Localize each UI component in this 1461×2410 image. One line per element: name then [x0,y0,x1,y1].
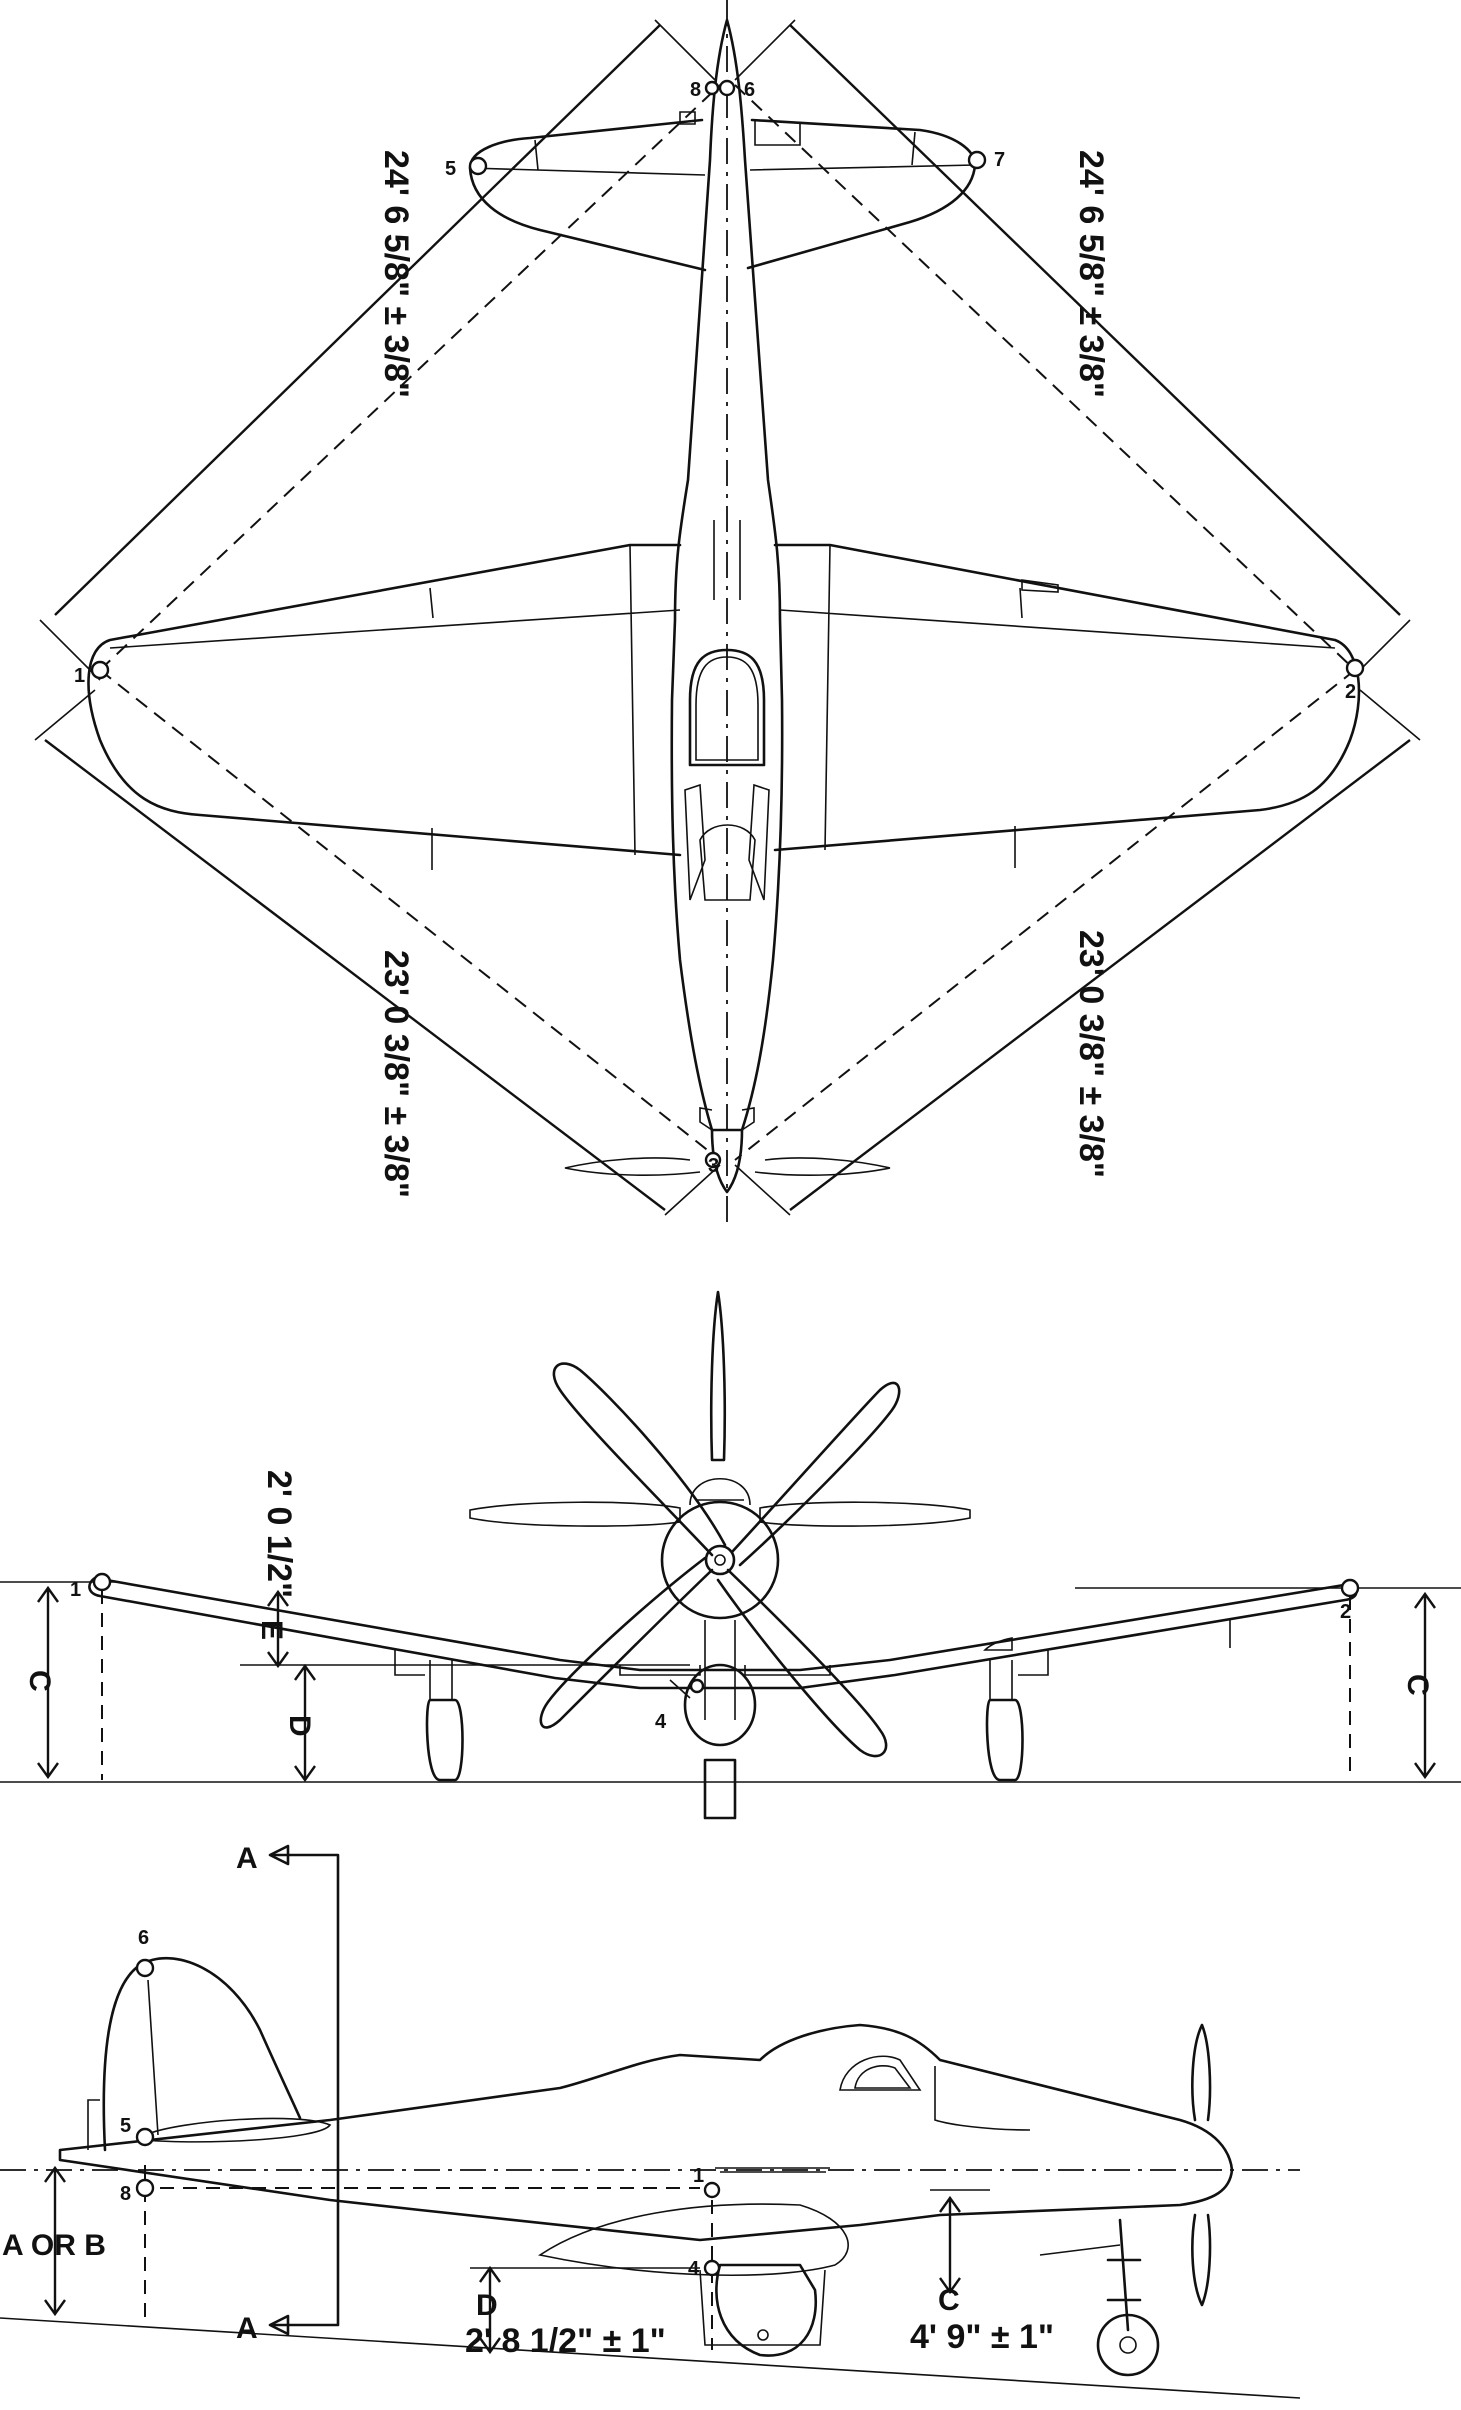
top-view-dim-line-upper-right [789,24,1401,616]
top-view-point-2 [1345,658,1365,678]
top-view-point-1 [90,660,110,680]
front-view-points [92,1572,1360,1694]
side-view-fuselage [58,2023,1234,2242]
top-view-label-1: 1 [74,665,85,687]
front-view-label-c-left: C [23,1670,56,1692]
front-view [0,1290,1461,1820]
side-view-section-a-top: A [236,1842,258,1875]
side-view-label-6: 6 [138,1927,149,1949]
front-view-propeller [539,1362,901,1758]
top-view-dim-line-upper-left [54,24,661,616]
front-view-label-d: D [283,1715,316,1737]
side-view-point-1 [703,2181,721,2199]
top-view-dim-lower-left: 23' 0 3/8" ± 3/8" [377,950,415,1198]
top-view-tail [468,118,977,272]
front-view-label-4: 4 [655,1711,667,1733]
top-view-point-6 [718,79,736,97]
top-view-point-3 [704,1151,722,1169]
top-view-points [90,79,1365,1169]
top-view-label-5: 5 [445,158,456,180]
top-view-label-7: 7 [994,149,1005,171]
side-view-label-d: D [476,2289,498,2322]
top-view-dim-upper-left: 24' 6 5/8" ± 3/8" [377,150,415,398]
front-view-label-e: E [255,1620,288,1640]
side-view-section-a-bottom: A [236,2312,258,2345]
front-view-point-4 [689,1678,705,1694]
side-view-label-4: 4 [688,2258,700,2280]
top-view-dim-upper-right: 24' 6 5/8" ± 3/8" [1072,150,1110,398]
top-view-label-8: 8 [690,79,701,101]
top-view-point-labels: 1 2 3 5 6 7 8 [74,79,1356,1177]
top-view-label-2: 2 [1345,681,1356,703]
top-view-dim-lower-right: 23' 0 3/8" ± 3/8" [1072,930,1110,1178]
front-view-dim-top: 2' 0 1/2" [260,1470,298,1598]
top-view-wing-outline [87,543,1361,857]
top-view-point-7 [967,150,987,170]
side-view-section-a-bracket [270,1853,340,2327]
side-view-label-5: 5 [120,2115,131,2137]
side-view-dim-d: 2' 8 1/2" ± 1" [465,2322,666,2360]
side-view-label-8: 8 [120,2183,131,2205]
side-view-label-a-or-b: A OR B [2,2229,106,2262]
front-view-label-c-right: C [1401,1674,1434,1696]
top-view-dim-line-lower-right [789,739,1411,1211]
front-view-point-2 [1340,1578,1360,1598]
side-view-points [135,1958,721,2277]
top-view-fuselage [670,18,784,1132]
side-view-label-1: 1 [693,2165,704,2187]
top-view-point-5 [468,156,488,176]
side-view [0,1844,1301,2399]
side-view-point-5 [135,2127,155,2147]
side-view-point-6 [135,1958,155,1978]
front-view-point-1 [92,1572,112,1592]
top-view-point-8 [704,80,720,96]
front-view-label-2: 2 [1340,1601,1351,1623]
side-view-dim-c: 4' 9" ± 1" [910,2318,1054,2356]
top-view [34,0,1421,1230]
top-view-label-3: 3 [708,1155,719,1177]
top-view-dim-line-lower-left [44,739,666,1211]
front-view-label-1: 1 [70,1579,81,1601]
side-view-label-c: C [938,2284,960,2317]
top-view-label-6: 6 [744,79,755,101]
side-view-point-4 [703,2259,721,2277]
side-view-point-8 [135,2178,155,2198]
